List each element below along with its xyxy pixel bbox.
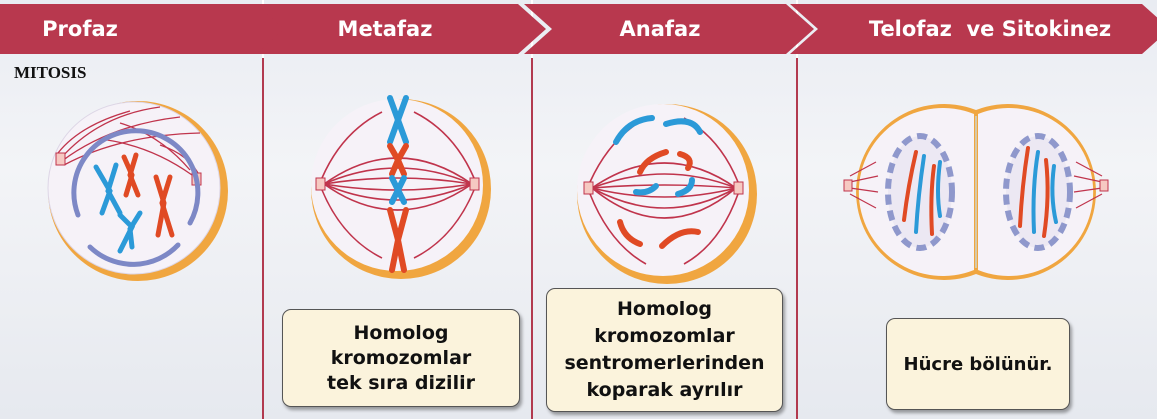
centrosome — [316, 178, 325, 190]
note-line: koparak ayrılır — [587, 377, 743, 404]
cell-metafaz — [302, 92, 497, 282]
diagram-title: MITOSIS — [14, 63, 86, 83]
centrosome — [734, 182, 743, 194]
note-line: Homolog — [354, 321, 449, 346]
divider — [262, 58, 264, 419]
note-line: Hücre bölünür. — [904, 352, 1053, 377]
centrosome — [584, 182, 593, 194]
note-anafaz: Homolog kromozomlar sentromerlerinden ko… — [546, 288, 783, 412]
note-line: Homolog — [617, 296, 712, 323]
centrosome — [844, 180, 852, 191]
phase-label: Telofaz ve Sitokinez — [850, 4, 1130, 54]
centrosome — [56, 153, 65, 165]
divider — [531, 58, 533, 419]
note-metafaz: Homolog kromozomlar tek sıra dizilir — [282, 309, 520, 407]
phase-label: Anafaz — [575, 4, 745, 54]
centrosome — [470, 178, 479, 190]
cell-profaz — [40, 95, 230, 285]
note-telofaz: Hücre bölünür. — [886, 318, 1070, 410]
divider — [796, 58, 798, 419]
note-line: tek sıra dizilir — [327, 371, 475, 396]
phase-label: Profaz — [0, 4, 160, 54]
cell-telofaz — [832, 96, 1132, 282]
cell-anafaz — [570, 98, 760, 288]
note-line: kromozomlar — [331, 346, 472, 371]
note-line: kromozomlar — [594, 323, 735, 350]
note-line: sentromerlerinden — [564, 350, 764, 377]
centrosome — [1100, 180, 1108, 191]
phase-label: Metafaz — [300, 4, 470, 54]
chromosome-blue — [938, 162, 940, 216]
